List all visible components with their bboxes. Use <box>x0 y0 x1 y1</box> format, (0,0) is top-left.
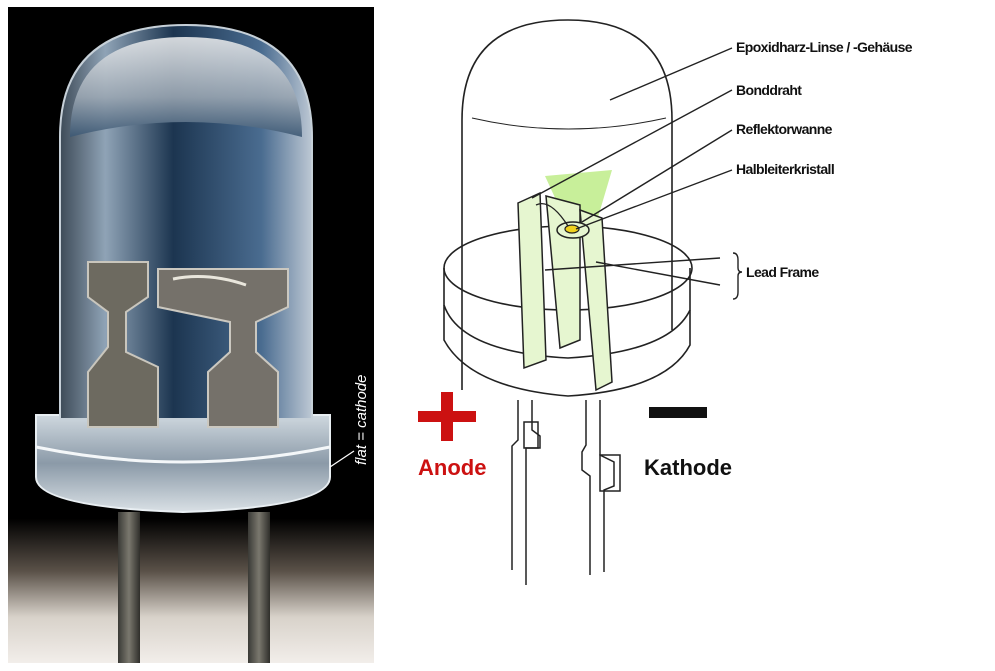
label-epoxy: Epoxidharz-Linse / -Gehäuse <box>736 39 913 55</box>
label-reflector: Reflektorwanne <box>736 121 833 137</box>
plus-icon <box>418 392 476 441</box>
flat-cathode-label: flat = cathode <box>353 375 370 465</box>
led-photo-drawing: flat = cathode <box>8 7 374 663</box>
cathode-lead <box>582 400 590 575</box>
anode-post <box>518 193 546 368</box>
label-chip: Halbleiterkristall <box>736 161 834 177</box>
cathode-post <box>580 210 612 390</box>
anode-lead <box>512 400 518 570</box>
anode-label: Anode <box>418 455 486 480</box>
cathode-label: Kathode <box>644 455 732 480</box>
label-lead-frame: Lead Frame <box>746 264 819 280</box>
anode-lead-photo <box>118 512 140 663</box>
led-photo: flat = cathode <box>8 7 374 663</box>
led-diagram: Epoxidharz-Linse / -Gehäuse Bonddraht Re… <box>400 0 995 666</box>
cathode-lead-photo <box>248 512 270 663</box>
led-diagram-drawing: Epoxidharz-Linse / -Gehäuse Bonddraht Re… <box>400 0 995 666</box>
minus-icon <box>649 407 707 418</box>
label-bond-wire: Bonddraht <box>736 82 802 98</box>
